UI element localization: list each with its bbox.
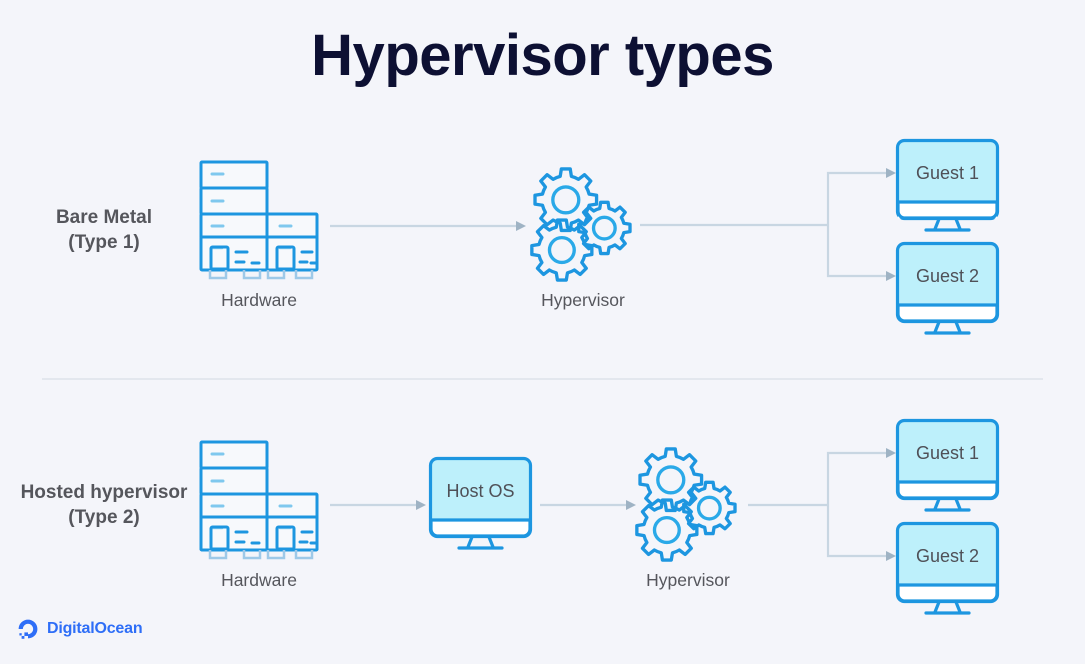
- hardware-caption-type1: Hardware: [221, 290, 297, 310]
- section-divider: [42, 378, 1043, 380]
- hypervisor-node-type2[interactable]: Hypervisor: [629, 443, 747, 589]
- row-label-bare-metal: Bare Metal (Type 1): [14, 205, 194, 255]
- hardware-node-type1[interactable]: Hardware: [196, 158, 322, 309]
- hypervisor-caption-type1: Hypervisor: [541, 290, 625, 310]
- gears-icon: [635, 447, 737, 562]
- arrow-hardware-to-hostos: [330, 500, 426, 510]
- row-label-line1: Hosted hypervisor: [20, 482, 188, 503]
- page-title: Hypervisor types: [311, 23, 774, 88]
- hardware-caption-type2: Hardware: [221, 570, 297, 590]
- digitalocean-brand[interactable]: DigitalOcean: [16, 617, 143, 641]
- digitalocean-logo-icon: [18, 619, 38, 639]
- row-label-line1: Bare Metal: [55, 207, 153, 228]
- row-label-hosted-hypervisor: Hosted hypervisor (Type 2): [6, 480, 202, 530]
- arrow-hostos-to-hypervisor: [540, 500, 636, 510]
- monitor-icon: [895, 418, 1000, 512]
- gears-icon: [530, 167, 632, 282]
- guest-node-type2-guest-2[interactable]: Guest 2: [895, 521, 1000, 617]
- server-rack-icon: [199, 160, 319, 280]
- guest-node-type2-guest-1[interactable]: Guest 1: [895, 418, 1000, 514]
- hypervisor-caption-type2: Hypervisor: [646, 570, 730, 590]
- monitor-icon: [428, 456, 533, 550]
- server-rack-icon: [199, 440, 319, 560]
- brand-name: DigitalOcean: [47, 620, 143, 637]
- monitor-icon: [895, 521, 1000, 615]
- branch-arrows-type2: [748, 448, 896, 561]
- row-label-line2: (Type 2): [68, 507, 140, 529]
- monitor-icon: [895, 241, 1000, 335]
- arrow-hardware-to-hypervisor-type1: [330, 221, 526, 231]
- hardware-node-type2[interactable]: Hardware: [196, 438, 322, 589]
- branch-arrows-type1: [640, 168, 896, 281]
- row-label-line2: (Type 1): [68, 232, 140, 254]
- host-os-node[interactable]: Host OS: [428, 456, 533, 552]
- monitor-icon: [895, 138, 1000, 232]
- hypervisor-node-type1[interactable]: Hypervisor: [524, 163, 642, 309]
- guest-node-type1-guest-2[interactable]: Guest 2: [895, 241, 1000, 337]
- guest-node-type1-guest-1[interactable]: Guest 1: [895, 138, 1000, 234]
